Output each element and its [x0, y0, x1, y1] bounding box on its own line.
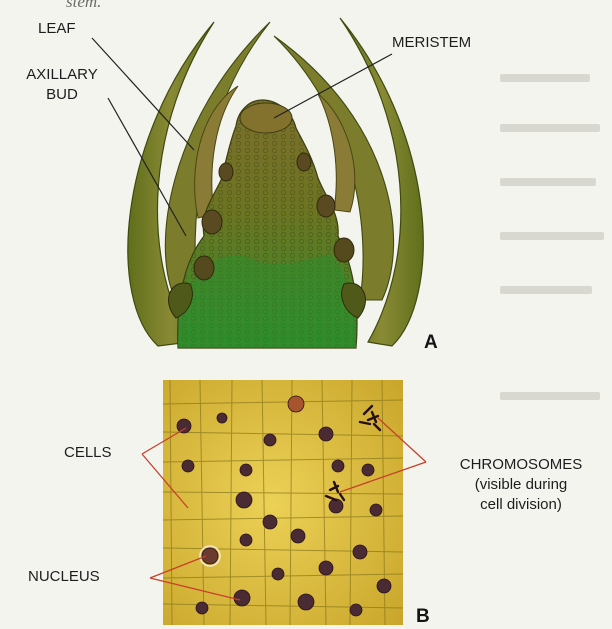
background-text-line [500, 392, 600, 400]
background-text-line [500, 286, 592, 294]
label-axillary-bud-line2: BUD [22, 86, 102, 104]
cell-micrograph [163, 380, 403, 625]
label-chromosomes-line3: cell division) [432, 496, 610, 514]
label-nucleus: NUCLEUS [28, 568, 100, 586]
axillary-bud [317, 195, 335, 217]
partial-heading-text: stem. [66, 0, 101, 12]
background-text-line [500, 178, 596, 186]
label-chromosomes-line2: (visible during [432, 476, 610, 494]
axillary-bud [334, 238, 354, 262]
background-text-line [500, 124, 600, 132]
shoot-apex-illustration [128, 18, 423, 348]
axillary-bud [297, 153, 311, 171]
axillary-bud [219, 163, 233, 181]
apical-meristem [240, 103, 292, 133]
background-text-line [500, 232, 604, 240]
label-axillary-bud-line1: AXILLARY [22, 66, 102, 84]
label-leaf: LEAF [38, 20, 76, 38]
label-meristem: MERISTEM [392, 34, 471, 52]
label-chromosomes-line1: CHROMOSOMES [432, 456, 610, 474]
axillary-bud [194, 256, 214, 280]
panel-letter-a: A [424, 332, 438, 354]
label-cells: CELLS [64, 444, 112, 462]
panel-letter-b: B [416, 606, 430, 628]
axillary-bud [202, 210, 222, 234]
background-text-line [500, 74, 590, 82]
